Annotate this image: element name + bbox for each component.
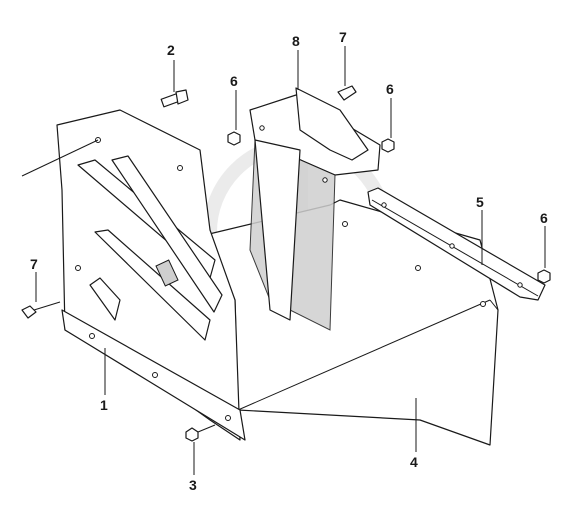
callout-1: 1 xyxy=(100,397,108,413)
callout-7-top: 7 xyxy=(339,29,347,45)
fastener-bolt-3 xyxy=(185,424,216,442)
fastener-nut-6b xyxy=(381,138,395,153)
callout-7-left: 7 xyxy=(30,256,38,272)
leader-lines xyxy=(21,46,546,475)
fastener-nut-6a xyxy=(227,131,241,146)
callout-5: 5 xyxy=(476,194,484,210)
callout-4: 4 xyxy=(410,454,418,470)
callout-6-left: 6 xyxy=(230,73,238,89)
fastener-bolt-7a xyxy=(337,85,357,101)
part-5-angle-bar xyxy=(367,187,546,301)
part-8-bracket xyxy=(249,87,381,331)
callout-3: 3 xyxy=(189,477,197,493)
fastener-bolt-2 xyxy=(160,89,189,108)
callout-2: 2 xyxy=(167,42,175,58)
callouts: 2 6 8 7 6 5 6 7 1 4 3 xyxy=(30,29,548,493)
fastener-nut-6c xyxy=(537,269,551,284)
callout-8: 8 xyxy=(292,33,300,49)
fastener-bolt-7b xyxy=(21,301,61,319)
callout-6-middle: 6 xyxy=(386,81,394,97)
part-1-side-guard xyxy=(56,109,246,441)
callout-6-right: 6 xyxy=(540,210,548,226)
